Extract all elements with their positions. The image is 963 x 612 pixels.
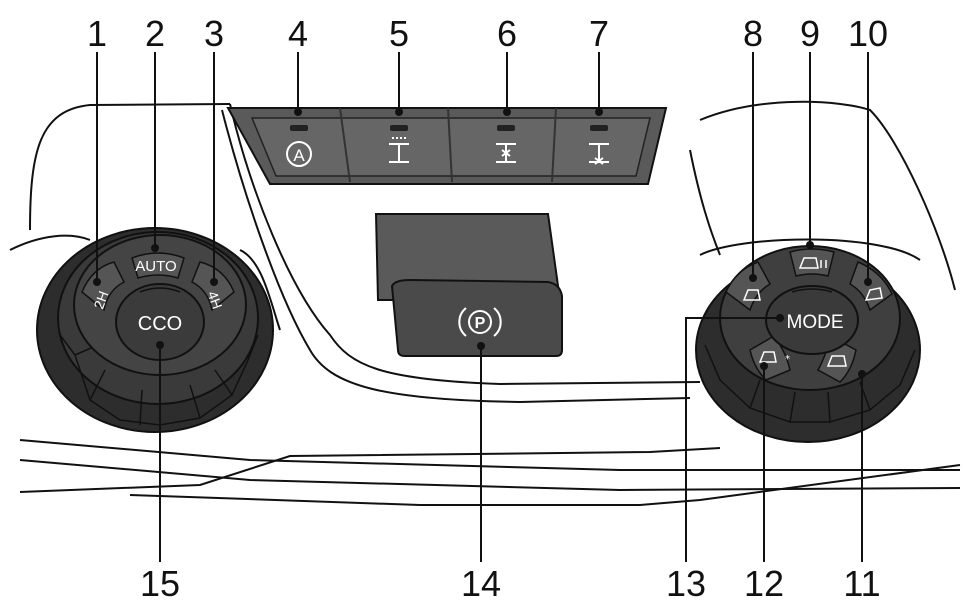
mode-normal-icon[interactable] xyxy=(725,261,772,312)
auto-lsd-button-label: A xyxy=(293,146,305,165)
callout-12: 12 xyxy=(744,563,784,604)
callout-7: 7 xyxy=(589,13,609,54)
indicator-lamp-a xyxy=(290,125,308,131)
4h-mode-label: 4H xyxy=(204,289,225,311)
callout-5: 5 xyxy=(389,13,409,54)
callout-13: 13 xyxy=(666,563,706,604)
auto-lsd-button[interactable]: A xyxy=(286,141,312,167)
top-switch-panel: A xyxy=(226,107,668,185)
indicator-lamp-7 xyxy=(590,125,608,131)
svg-text:*: * xyxy=(785,354,790,365)
callout-3: 3 xyxy=(204,13,224,54)
dashboard-outline xyxy=(9,100,961,506)
callout-labels: 1 2 3 4 5 6 7 8 9 10 11 12 13 14 15 xyxy=(87,13,888,604)
callout-11: 11 xyxy=(843,563,880,604)
callout-10: 10 xyxy=(848,13,888,54)
axle-icon xyxy=(389,137,409,163)
mode-mud-sand-icon[interactable] xyxy=(789,248,835,277)
front-diff-lock-button[interactable] xyxy=(589,143,609,165)
center-diff-lock-button[interactable] xyxy=(389,137,409,163)
2h-mode-label: 2H xyxy=(90,289,111,311)
callout-9: 9 xyxy=(800,13,820,54)
callout-2: 2 xyxy=(145,13,165,54)
mode-button-label: MODE xyxy=(787,312,844,333)
mode-rock-icon[interactable] xyxy=(849,261,893,312)
leader-lines xyxy=(93,52,872,562)
auto-mode-label: AUTO xyxy=(135,258,176,275)
left-drive-dial[interactable]: AUTO 2H 4H CCO xyxy=(36,227,274,433)
parking-brake-switch[interactable]: P xyxy=(374,213,563,357)
axle-front-lock-icon xyxy=(589,143,609,165)
callout-14: 14 xyxy=(461,563,501,604)
cco-button-label: CCO xyxy=(138,313,182,335)
callout-6: 6 xyxy=(497,13,517,54)
callout-8: 8 xyxy=(743,13,763,54)
indicator-lamp-5 xyxy=(390,125,408,131)
parking-brake-icon xyxy=(458,307,502,337)
parking-brake-label: P xyxy=(475,315,486,332)
indicator-lamp-6 xyxy=(497,125,515,131)
rear-diff-lock-button[interactable] xyxy=(496,143,516,163)
mode-button[interactable]: MODE xyxy=(765,285,859,355)
callout-4: 4 xyxy=(288,13,308,54)
right-mode-dial[interactable]: * MODE xyxy=(695,245,921,443)
callout-1: 1 xyxy=(87,13,107,54)
callout-15: 15 xyxy=(140,563,180,604)
axle-lock-icon xyxy=(496,143,516,163)
cco-button[interactable]: CCO xyxy=(115,283,205,361)
